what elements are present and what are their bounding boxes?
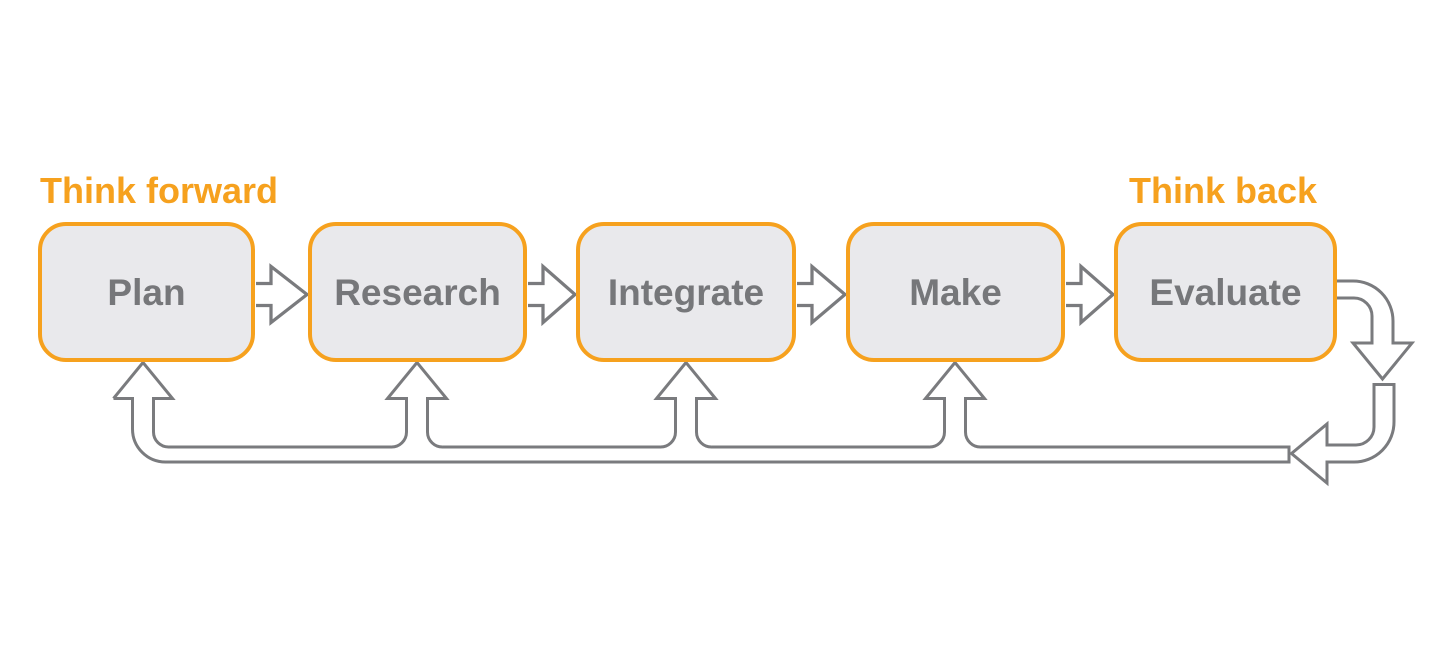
- step-box: [1114, 222, 1337, 362]
- step-label: Research: [334, 272, 501, 313]
- step-box: [576, 222, 796, 362]
- think-forward-label: Think forward: [40, 170, 278, 211]
- step-label: Make: [909, 272, 1002, 313]
- think-back-label: Think back: [1129, 170, 1318, 211]
- step-evaluate: Evaluate: [1114, 222, 1337, 362]
- right-block-arrow-icon: [256, 263, 310, 326]
- right-block-arrow-icon: [797, 262, 848, 327]
- up-block-arrow-icon: [653, 360, 719, 449]
- step-research: Research: [308, 222, 527, 362]
- left-curved-arrow-icon: [1289, 383, 1396, 487]
- forward-arrows: [256, 262, 1116, 327]
- right-block-arrow-icon: [528, 262, 578, 327]
- step-label: Evaluate: [1149, 272, 1301, 313]
- up-block-arrow-icon: [384, 360, 450, 449]
- right-block-arrow-icon: [1066, 262, 1116, 327]
- feedback-pipe-and-plan-up-arrow-icon: [112, 360, 1291, 464]
- step-integrate: Integrate: [576, 222, 796, 362]
- up-block-arrow-icon: [922, 360, 988, 449]
- step-make: Make: [846, 222, 1065, 362]
- feedback-loop: [112, 279, 1416, 487]
- step-box: [846, 222, 1065, 362]
- down-curved-arrow-icon: [1335, 279, 1416, 382]
- step-plan: Plan: [38, 222, 255, 362]
- step-label: Plan: [107, 272, 185, 313]
- step-label: Integrate: [608, 272, 764, 313]
- step-box: [308, 222, 527, 362]
- step-box: [38, 222, 255, 362]
